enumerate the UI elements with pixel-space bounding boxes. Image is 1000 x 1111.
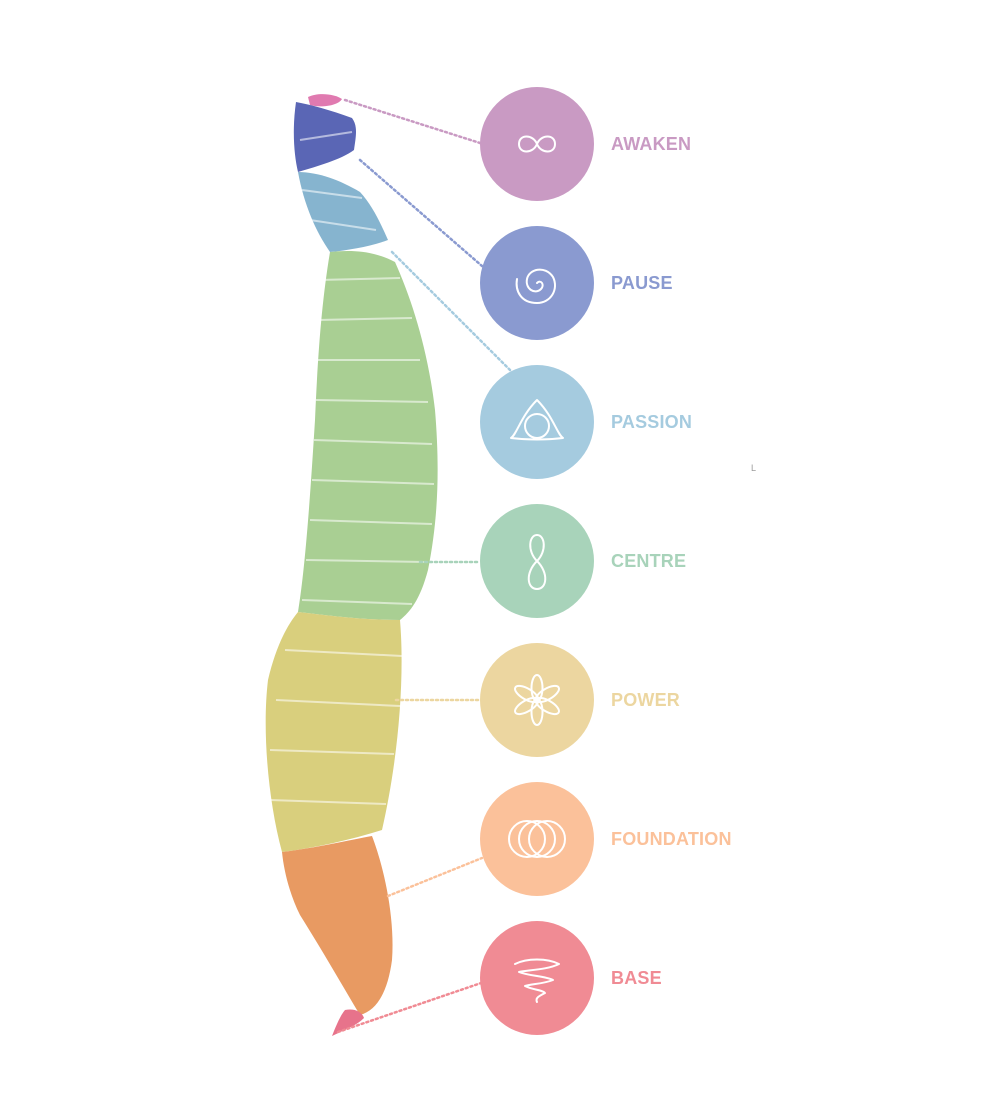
stage-base: BASE xyxy=(480,921,662,1035)
connector-pause xyxy=(358,158,484,268)
stage-circle xyxy=(480,365,594,479)
stage-passion: PASSION xyxy=(480,365,692,479)
spine-power-section xyxy=(265,612,402,852)
spine-centre-section xyxy=(298,251,438,620)
spine-illustration xyxy=(265,94,438,1036)
spine-passion-section xyxy=(298,172,388,252)
infinity-icon xyxy=(518,135,556,153)
vortex-icon xyxy=(514,958,560,1003)
connector-awaken xyxy=(343,98,482,145)
spine-foundation-section xyxy=(282,836,393,1015)
stage-label: AWAKEN xyxy=(611,134,691,154)
flower-icon xyxy=(514,674,560,726)
connector-foundation xyxy=(386,856,484,898)
connector-passion xyxy=(390,250,512,372)
figure-eight-icon xyxy=(527,534,547,590)
stage-pause: PAUSE xyxy=(480,226,673,340)
rings-icon xyxy=(508,820,566,858)
connector-base xyxy=(336,980,486,1034)
spine-base-section xyxy=(332,1009,364,1036)
stage-awaken: AWAKEN xyxy=(480,87,691,201)
stage-label: BASE xyxy=(611,968,662,988)
stage-circle xyxy=(480,782,594,896)
spine-awaken-section xyxy=(308,94,342,107)
stage-circle xyxy=(480,921,594,1035)
stage-centre: CENTRE xyxy=(480,504,686,618)
triquetra-icon xyxy=(510,399,564,441)
stage-power: POWER xyxy=(480,643,680,757)
stage-label: FOUNDATION xyxy=(611,829,732,849)
stage-label: PAUSE xyxy=(611,273,673,293)
connectors xyxy=(336,98,512,1034)
stage-label: CENTRE xyxy=(611,551,686,571)
stage-foundation: FOUNDATION xyxy=(480,782,732,896)
stage-label: POWER xyxy=(611,690,680,710)
stray-mark: L xyxy=(751,463,756,473)
spiral-icon xyxy=(515,268,556,304)
stage-label: PASSION xyxy=(611,412,692,432)
